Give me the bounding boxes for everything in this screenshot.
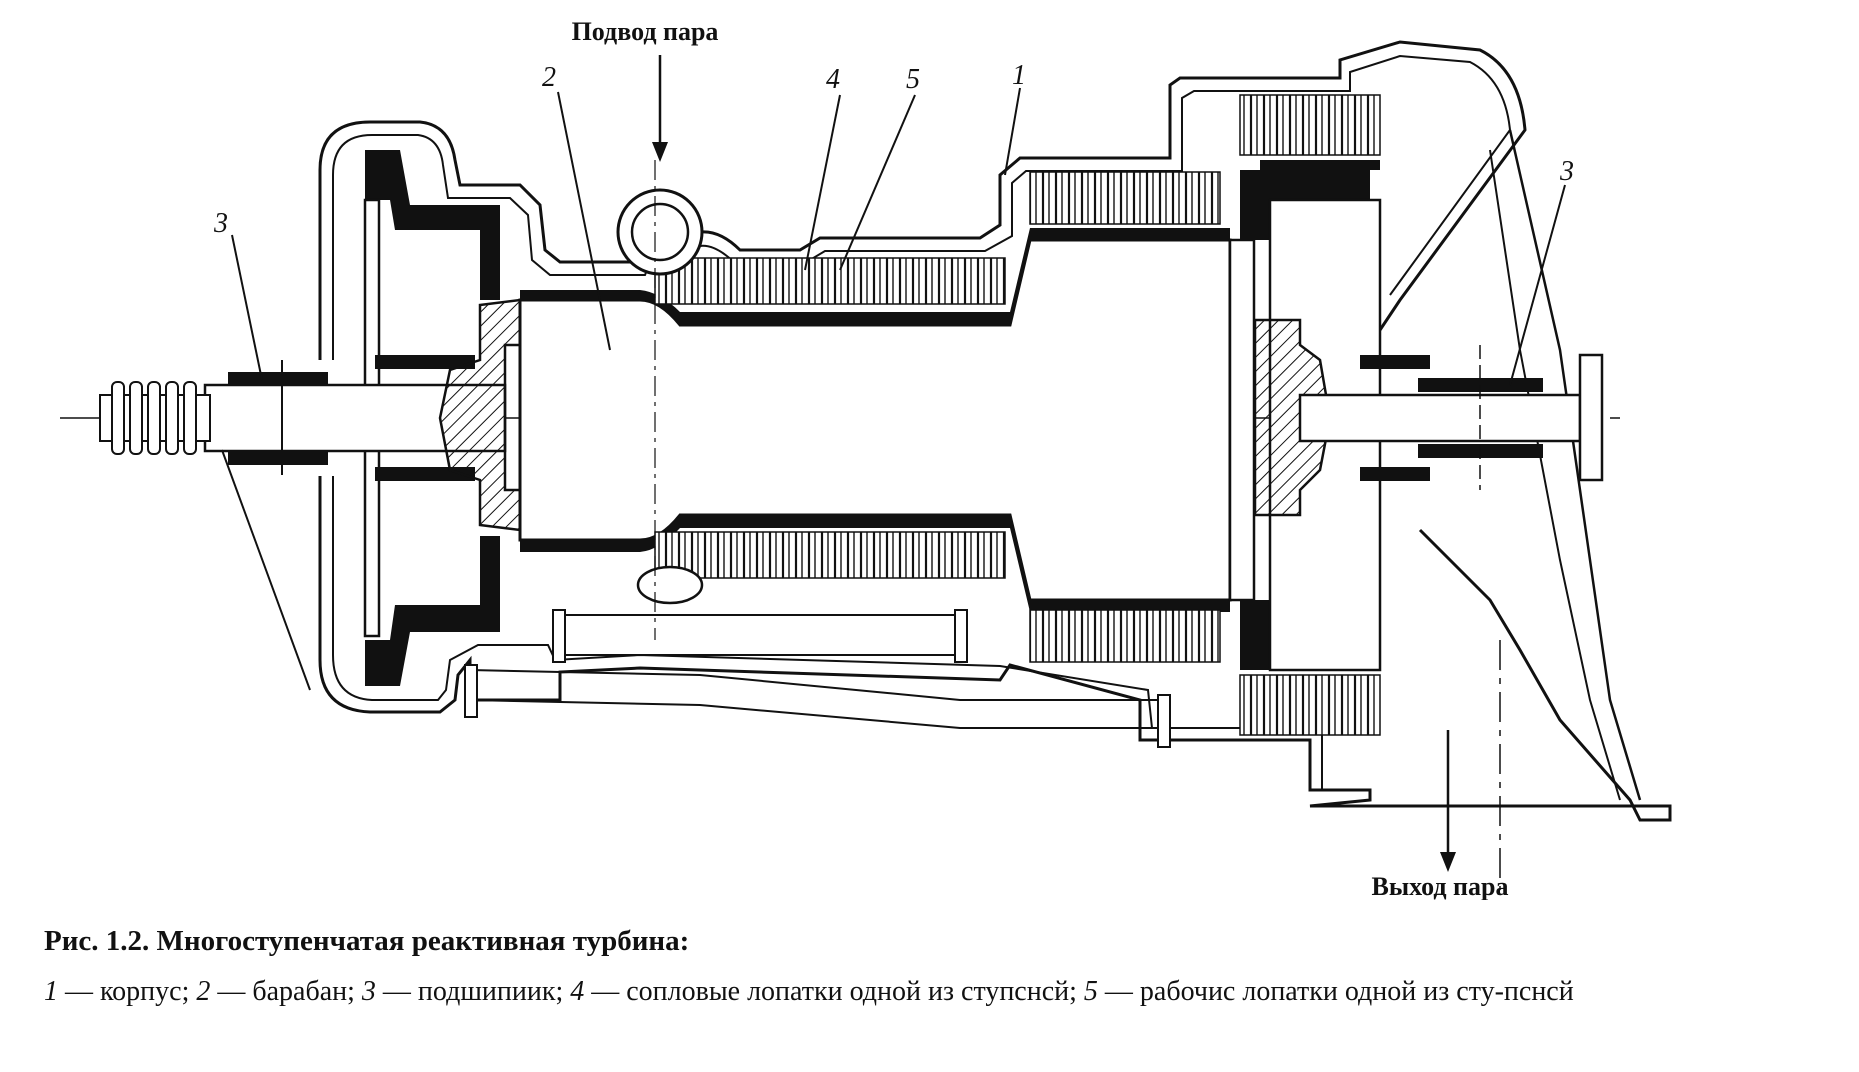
- right-end-disk: [1230, 160, 1380, 170]
- legend-num: 4: [570, 976, 585, 1007]
- left-housing-outer: [318, 40, 1527, 360]
- legend-text: — рабочис лопатки одной из сту-пснсй: [1097, 976, 1574, 1007]
- left-bearing-top: [228, 372, 328, 386]
- legend-text: — сопловые лопатки одной из ступснсй;: [584, 976, 1084, 1007]
- stage-row-3-top: [1239, 94, 1381, 156]
- legend-num: 3: [361, 976, 376, 1007]
- drum-black-bottom: [520, 515, 1230, 612]
- leader-3-left-b: [221, 449, 311, 691]
- figure-caption-title: Рис. 1.2. Многоступенчатая реактивная ту…: [44, 925, 690, 957]
- bottom-housing-outer: [318, 476, 1672, 822]
- left-bearing-bottom: [228, 451, 328, 465]
- left-threaded-end: [99, 381, 211, 455]
- label-steam-in: Подвод пара: [572, 17, 719, 46]
- left-hub: [438, 298, 522, 532]
- right-shaft: [1298, 393, 1582, 443]
- right-disk-web: [1228, 238, 1256, 602]
- legend-num: 2: [196, 976, 211, 1007]
- stage-row-1-bottom: [654, 531, 1006, 579]
- legend-text: — корпус;: [58, 976, 197, 1007]
- right-hub: [1253, 318, 1332, 517]
- label-num-4: 4: [826, 64, 840, 95]
- stage-row-1-top: [654, 257, 1006, 305]
- stage-row-3-bottom: [1239, 674, 1381, 736]
- legend-text: — подшипиик;: [375, 976, 571, 1007]
- left-housing-inner: [332, 54, 1512, 360]
- label-num-3-right: 3: [1559, 156, 1574, 187]
- exhaust-hood-inner: [1489, 149, 1621, 801]
- bottom-drain-boss: [636, 565, 704, 605]
- balance-pipe-1: [555, 614, 966, 656]
- turbine-diagram: Подвод пара Выход пара 2 4 5 1 3 3: [60, 17, 1672, 900]
- legend-num: 5: [1083, 976, 1098, 1007]
- label-num-3-left: 3: [213, 208, 228, 239]
- right-gland-top: [1360, 355, 1430, 369]
- stage-row-2-bottom: [1029, 609, 1221, 663]
- right-flange: [1578, 353, 1604, 482]
- leader-1: [1004, 87, 1021, 176]
- label-num-2: 2: [542, 62, 556, 93]
- left-end-disk-bottom: [365, 536, 500, 686]
- leader-5: [839, 94, 916, 271]
- legend-num: 1: [44, 976, 58, 1007]
- leader-3-right: [1509, 184, 1566, 386]
- left-gland-top: [375, 355, 475, 369]
- label-num-5: 5: [906, 64, 920, 95]
- right-gland-bottom: [1360, 467, 1430, 481]
- bottom-housing-inner: [332, 476, 1323, 790]
- label-num-1: 1: [1012, 60, 1026, 91]
- figure-caption-legend: 1 — корпус; 2 — барабан; 3 — подшипиик; …: [44, 972, 1814, 1012]
- stage-row-2-top: [1029, 171, 1221, 225]
- label-steam-out: Выход пара: [1372, 872, 1509, 900]
- leader-2: [557, 91, 611, 351]
- exhaust-hood: [1508, 129, 1642, 801]
- leader-3-left: [231, 234, 263, 381]
- leader-4: [804, 94, 841, 271]
- drum-black-top: [520, 228, 1230, 325]
- left-end-disk: [365, 150, 500, 300]
- legend-text: — барабан;: [210, 976, 362, 1007]
